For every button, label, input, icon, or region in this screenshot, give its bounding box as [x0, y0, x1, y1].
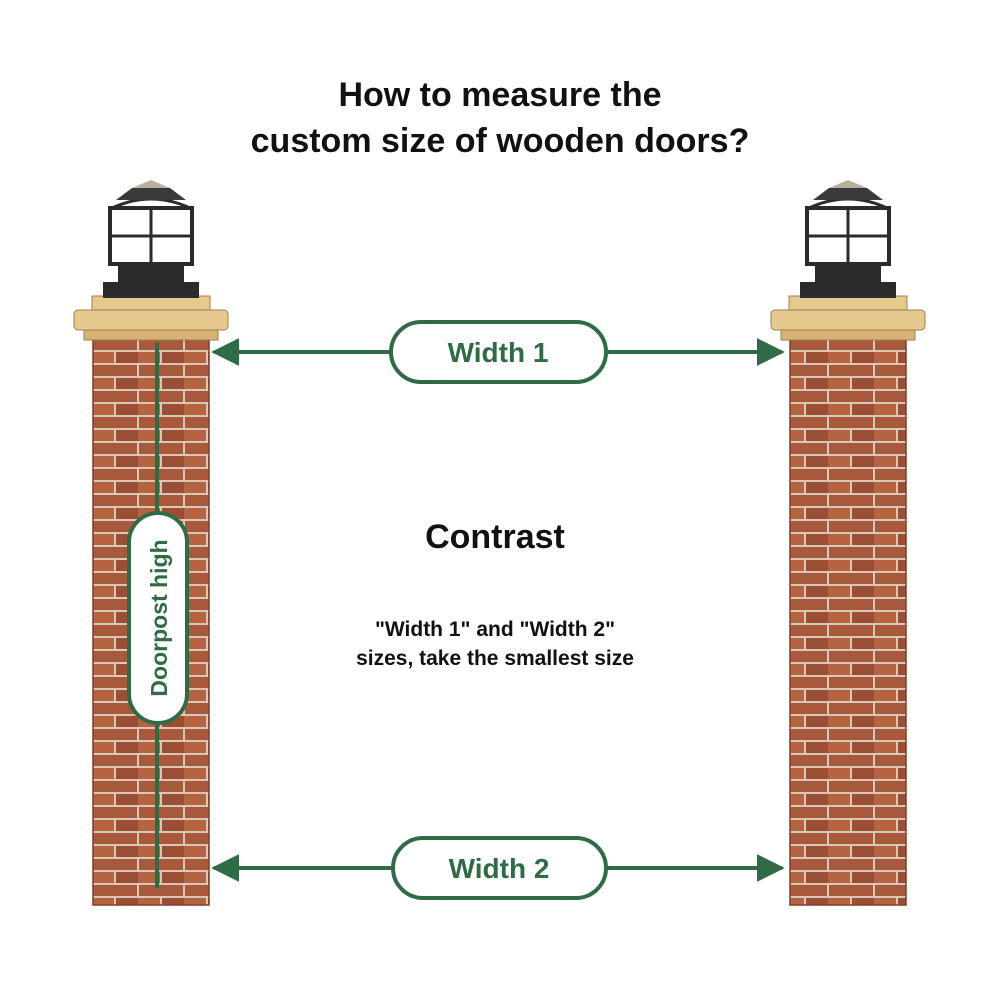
contrast-note-line-2: sizes, take the smallest size — [356, 647, 634, 670]
page-title: How to measure the custom size of wooden… — [0, 72, 1000, 164]
contrast-note: "Width 1" and "Width 2" sizes, take the … — [290, 615, 700, 673]
width2-label: Width 2 — [449, 853, 550, 884]
doorpost-height-measure: Doorpost high — [127, 343, 189, 888]
width1-pill — [389, 320, 608, 384]
contrast-heading: Contrast — [425, 518, 565, 556]
width1-measure: Width 1 — [211, 320, 785, 384]
title-line-2: custom size of wooden doors? — [250, 122, 750, 160]
right-pillar — [770, 180, 926, 906]
doorpost-height-label: Doorpost high — [146, 539, 172, 696]
right-pillar-bricks — [789, 337, 907, 906]
width2-measure: Width 2 — [211, 836, 785, 900]
right-pillar-cap — [770, 295, 926, 341]
left-lamp-icon — [103, 180, 199, 298]
left-pillar-cap — [73, 295, 229, 341]
contrast-note-line-1: "Width 1" and "Width 2" — [374, 618, 616, 641]
width2-pill — [391, 836, 608, 900]
left-pillar — [73, 180, 229, 906]
title-line-1: How to measure the — [338, 76, 662, 114]
width1-label: Width 1 — [448, 337, 549, 368]
right-lamp-icon — [800, 180, 896, 298]
doorpost-height-pill — [127, 511, 189, 725]
